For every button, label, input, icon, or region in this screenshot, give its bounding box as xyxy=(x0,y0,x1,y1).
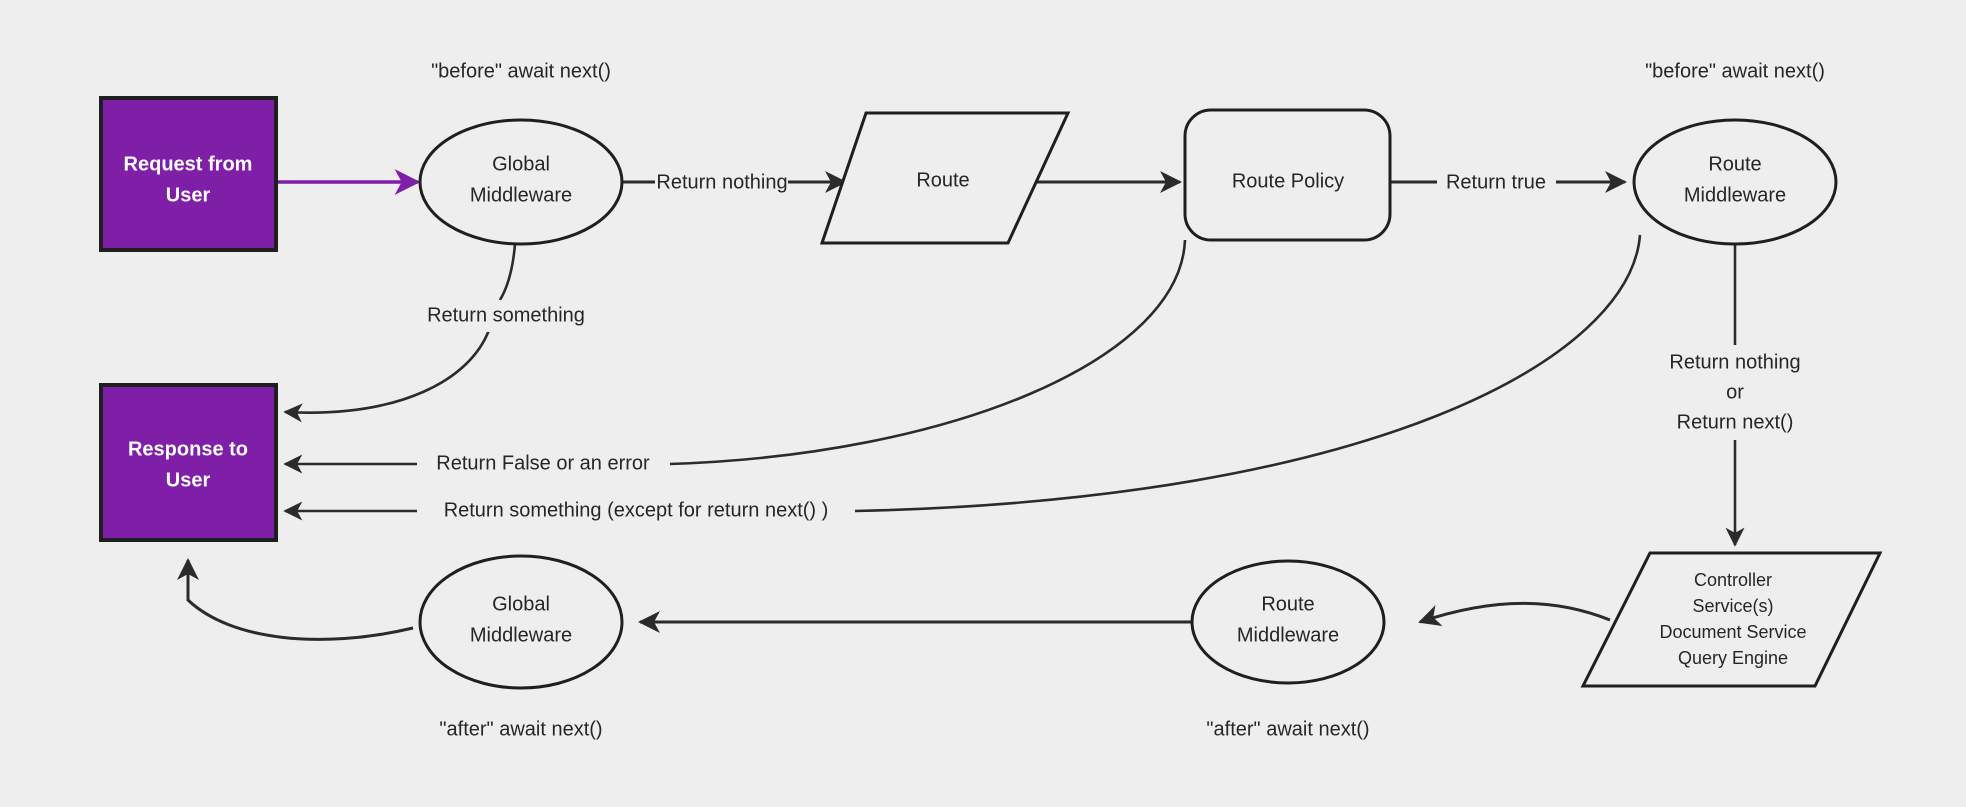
label-return-something-except-text: Return something (except for return next… xyxy=(444,499,829,521)
edge-global-mw-to-response xyxy=(283,329,491,423)
edge-route-policy-to-response-curve xyxy=(669,239,1187,466)
edge-global-mw-bottom-to-response xyxy=(177,558,414,641)
global-middleware-top-label-line2: Middleware xyxy=(470,184,572,206)
node-route[interactable]: Route xyxy=(819,111,1071,245)
annotation-before-global-middleware: "before" await next() xyxy=(431,60,611,82)
handler-label-line2: Service(s) xyxy=(1692,596,1773,616)
label-halo xyxy=(417,495,855,527)
node-response-to-user[interactable]: Response to User xyxy=(99,383,278,542)
handler-parallelogram xyxy=(1580,551,1883,688)
node-route-middleware-bottom[interactable]: Route Middleware xyxy=(1190,559,1386,685)
node-request-from-user[interactable]: Request from User xyxy=(99,96,278,252)
node-global-middleware-top[interactable]: Global Middleware xyxy=(418,118,624,246)
request-box xyxy=(99,96,278,252)
response-label-line1: Response to xyxy=(128,438,248,460)
label-halo xyxy=(410,300,595,332)
edge-handler-to-route-middleware-bottom xyxy=(1418,601,1611,627)
route-middleware-bottom-label-line2: Middleware xyxy=(1237,624,1339,646)
global-middleware-bottom-label-line1: Global xyxy=(492,593,550,615)
global-middleware-bottom-label-line2: Middleware xyxy=(470,624,572,646)
route-middleware-top-ellipse xyxy=(1632,118,1838,246)
node-handler-services[interactable]: Controller Service(s) Document Service Q… xyxy=(1580,551,1883,688)
edge-label-return-true: Return true xyxy=(1437,166,1556,198)
route-middleware-top-label-line1: Route xyxy=(1708,153,1761,175)
route-parallelogram xyxy=(819,111,1071,245)
route-policy-box xyxy=(1183,108,1392,242)
route-middleware-bottom-label-line1: Route xyxy=(1261,593,1314,615)
annotation-after-route-middleware: "after" await next() xyxy=(1206,718,1369,740)
label-return-true-text: Return true xyxy=(1446,171,1546,193)
label-return-nothing-or-next-line3: Return next() xyxy=(1677,411,1794,433)
response-label-line2: User xyxy=(166,469,211,491)
label-return-nothing-or-next-line1: Return nothing xyxy=(1669,351,1800,373)
handler-label-line4: Query Engine xyxy=(1678,648,1788,668)
annotation-before-route-middleware: "before" await next() xyxy=(1645,60,1825,82)
label-return-something-text: Return something xyxy=(427,304,585,326)
route-policy-label: Route Policy xyxy=(1232,170,1344,192)
handler-label-line3: Document Service xyxy=(1659,622,1806,642)
global-middleware-bottom-ellipse xyxy=(418,554,624,690)
label-halo xyxy=(1437,166,1556,198)
annotation-after-global-middleware: "after" await next() xyxy=(439,718,602,740)
edge-label-return-nothing: Return nothing xyxy=(655,166,788,198)
label-return-false-text: Return False or an error xyxy=(436,452,650,474)
request-label-line1: Request from xyxy=(124,153,253,175)
label-halo xyxy=(417,448,670,480)
node-route-middleware-top[interactable]: Route Middleware xyxy=(1632,118,1838,246)
edge-label-return-false-or-error: Return False or an error xyxy=(417,448,670,480)
response-box xyxy=(99,383,278,542)
request-label-line2: User xyxy=(166,184,211,206)
label-halo xyxy=(655,166,788,198)
edge-label-return-something: Return something xyxy=(410,300,595,332)
edge-route-mw-to-response-curve xyxy=(854,234,1642,513)
edge-label-return-nothing-or-next: Return nothing or Return next() xyxy=(1625,347,1847,439)
edge-label-return-something-except-next: Return something (except for return next… xyxy=(417,495,855,527)
node-global-middleware-bottom[interactable]: Global Middleware xyxy=(418,554,624,690)
label-return-nothing-or-next-line2: or xyxy=(1726,381,1744,403)
route-label: Route xyxy=(916,169,969,191)
handler-label-line1: Controller xyxy=(1694,570,1772,590)
label-halo xyxy=(1625,347,1847,439)
node-route-policy[interactable]: Route Policy xyxy=(1183,108,1392,242)
edge-global-mw-return-something-upper xyxy=(498,243,517,301)
route-middleware-bottom-ellipse xyxy=(1190,559,1386,685)
label-return-nothing-text: Return nothing xyxy=(656,171,787,193)
global-middleware-top-label-line1: Global xyxy=(492,153,550,175)
global-middleware-top-ellipse xyxy=(418,118,624,246)
route-middleware-top-label-line2: Middleware xyxy=(1684,184,1786,206)
